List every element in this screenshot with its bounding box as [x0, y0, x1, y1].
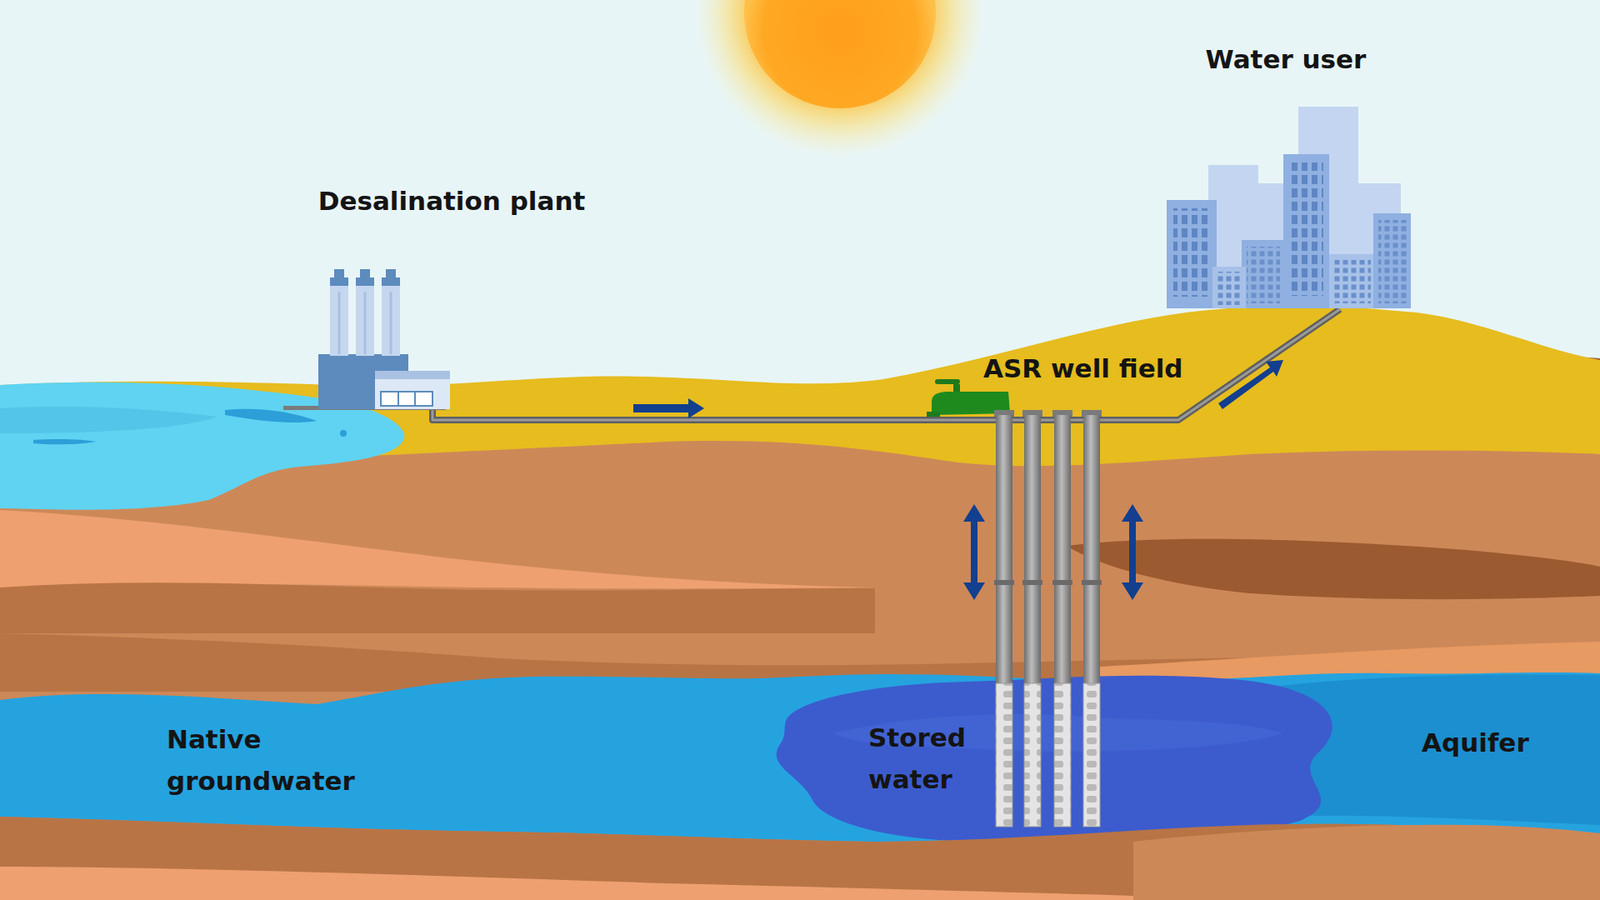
pipeline — [432, 309, 1340, 420]
well-casing — [1083, 415, 1100, 684]
tower-cap — [360, 269, 370, 280]
well-joint — [1081, 580, 1102, 585]
well-casing — [1024, 415, 1041, 684]
plant-tower — [330, 279, 349, 356]
sun — [744, 0, 936, 109]
sea-ripple — [0, 406, 217, 434]
well-screen — [995, 683, 1013, 827]
sun-glow — [694, 0, 986, 159]
part-label: Water user — [1205, 38, 1367, 80]
plant-window — [380, 391, 433, 406]
ground-layer — [0, 433, 1600, 900]
tap-spout — [926, 411, 940, 417]
well-joint — [994, 580, 1015, 585]
well-casing — [995, 415, 1013, 684]
well-screen — [1083, 683, 1100, 827]
city — [1166, 106, 1411, 309]
building — [1283, 154, 1330, 309]
stored-water — [776, 675, 1333, 842]
ground-stripe — [0, 866, 1134, 900]
tower-line — [338, 291, 341, 355]
ground-stripe — [0, 510, 875, 592]
building — [1166, 200, 1217, 309]
double-arrow — [963, 504, 985, 600]
tower-cap — [334, 269, 345, 280]
windows — [1246, 246, 1280, 304]
ground-layer — [1133, 825, 1600, 900]
windows — [1290, 162, 1324, 296]
desalination-plant — [283, 269, 450, 410]
part-label: Native groundwater — [166, 718, 375, 802]
part-label: ASR well field — [983, 347, 1184, 390]
tower-line — [364, 291, 367, 355]
well-screen — [1054, 683, 1071, 827]
well-casing — [1054, 415, 1071, 684]
windows — [1333, 260, 1371, 304]
tap-handle — [935, 379, 960, 385]
sea-ripple — [225, 409, 317, 423]
well-screen — [1024, 683, 1041, 827]
well-joint — [1052, 580, 1073, 585]
flow-arrow — [633, 398, 705, 419]
building — [1241, 240, 1284, 309]
ground-layer — [0, 582, 875, 634]
part-label: Stored water — [868, 716, 1010, 800]
plant-tower — [381, 279, 400, 356]
tower-cap — [385, 269, 396, 280]
plant-annex — [375, 370, 450, 410]
plant-window — [414, 391, 416, 406]
pipeline-highlight — [432, 309, 1340, 420]
flow-arrow — [1218, 360, 1284, 410]
aquifer-water — [0, 672, 1600, 842]
well-joint — [1022, 580, 1043, 585]
windows — [1173, 208, 1210, 297]
building — [1373, 213, 1411, 309]
ground-layer — [0, 816, 1600, 900]
windows — [1378, 220, 1407, 304]
part-label: Desalination plant — [318, 180, 586, 222]
sea-ripple — [340, 430, 347, 437]
tower-line — [390, 291, 393, 355]
part-label: Aquifer — [1421, 721, 1530, 764]
windows — [1216, 271, 1242, 305]
double-arrow — [1121, 504, 1144, 600]
sea-ripple — [33, 439, 96, 445]
up-down-arrows — [963, 504, 1144, 600]
plant-window — [397, 391, 400, 406]
building — [1212, 266, 1246, 309]
building — [1329, 254, 1375, 309]
plant-annex-roof — [375, 370, 450, 380]
ground-lens — [1066, 539, 1600, 600]
plant-tower — [355, 279, 375, 356]
asr-wells — [994, 410, 1102, 827]
